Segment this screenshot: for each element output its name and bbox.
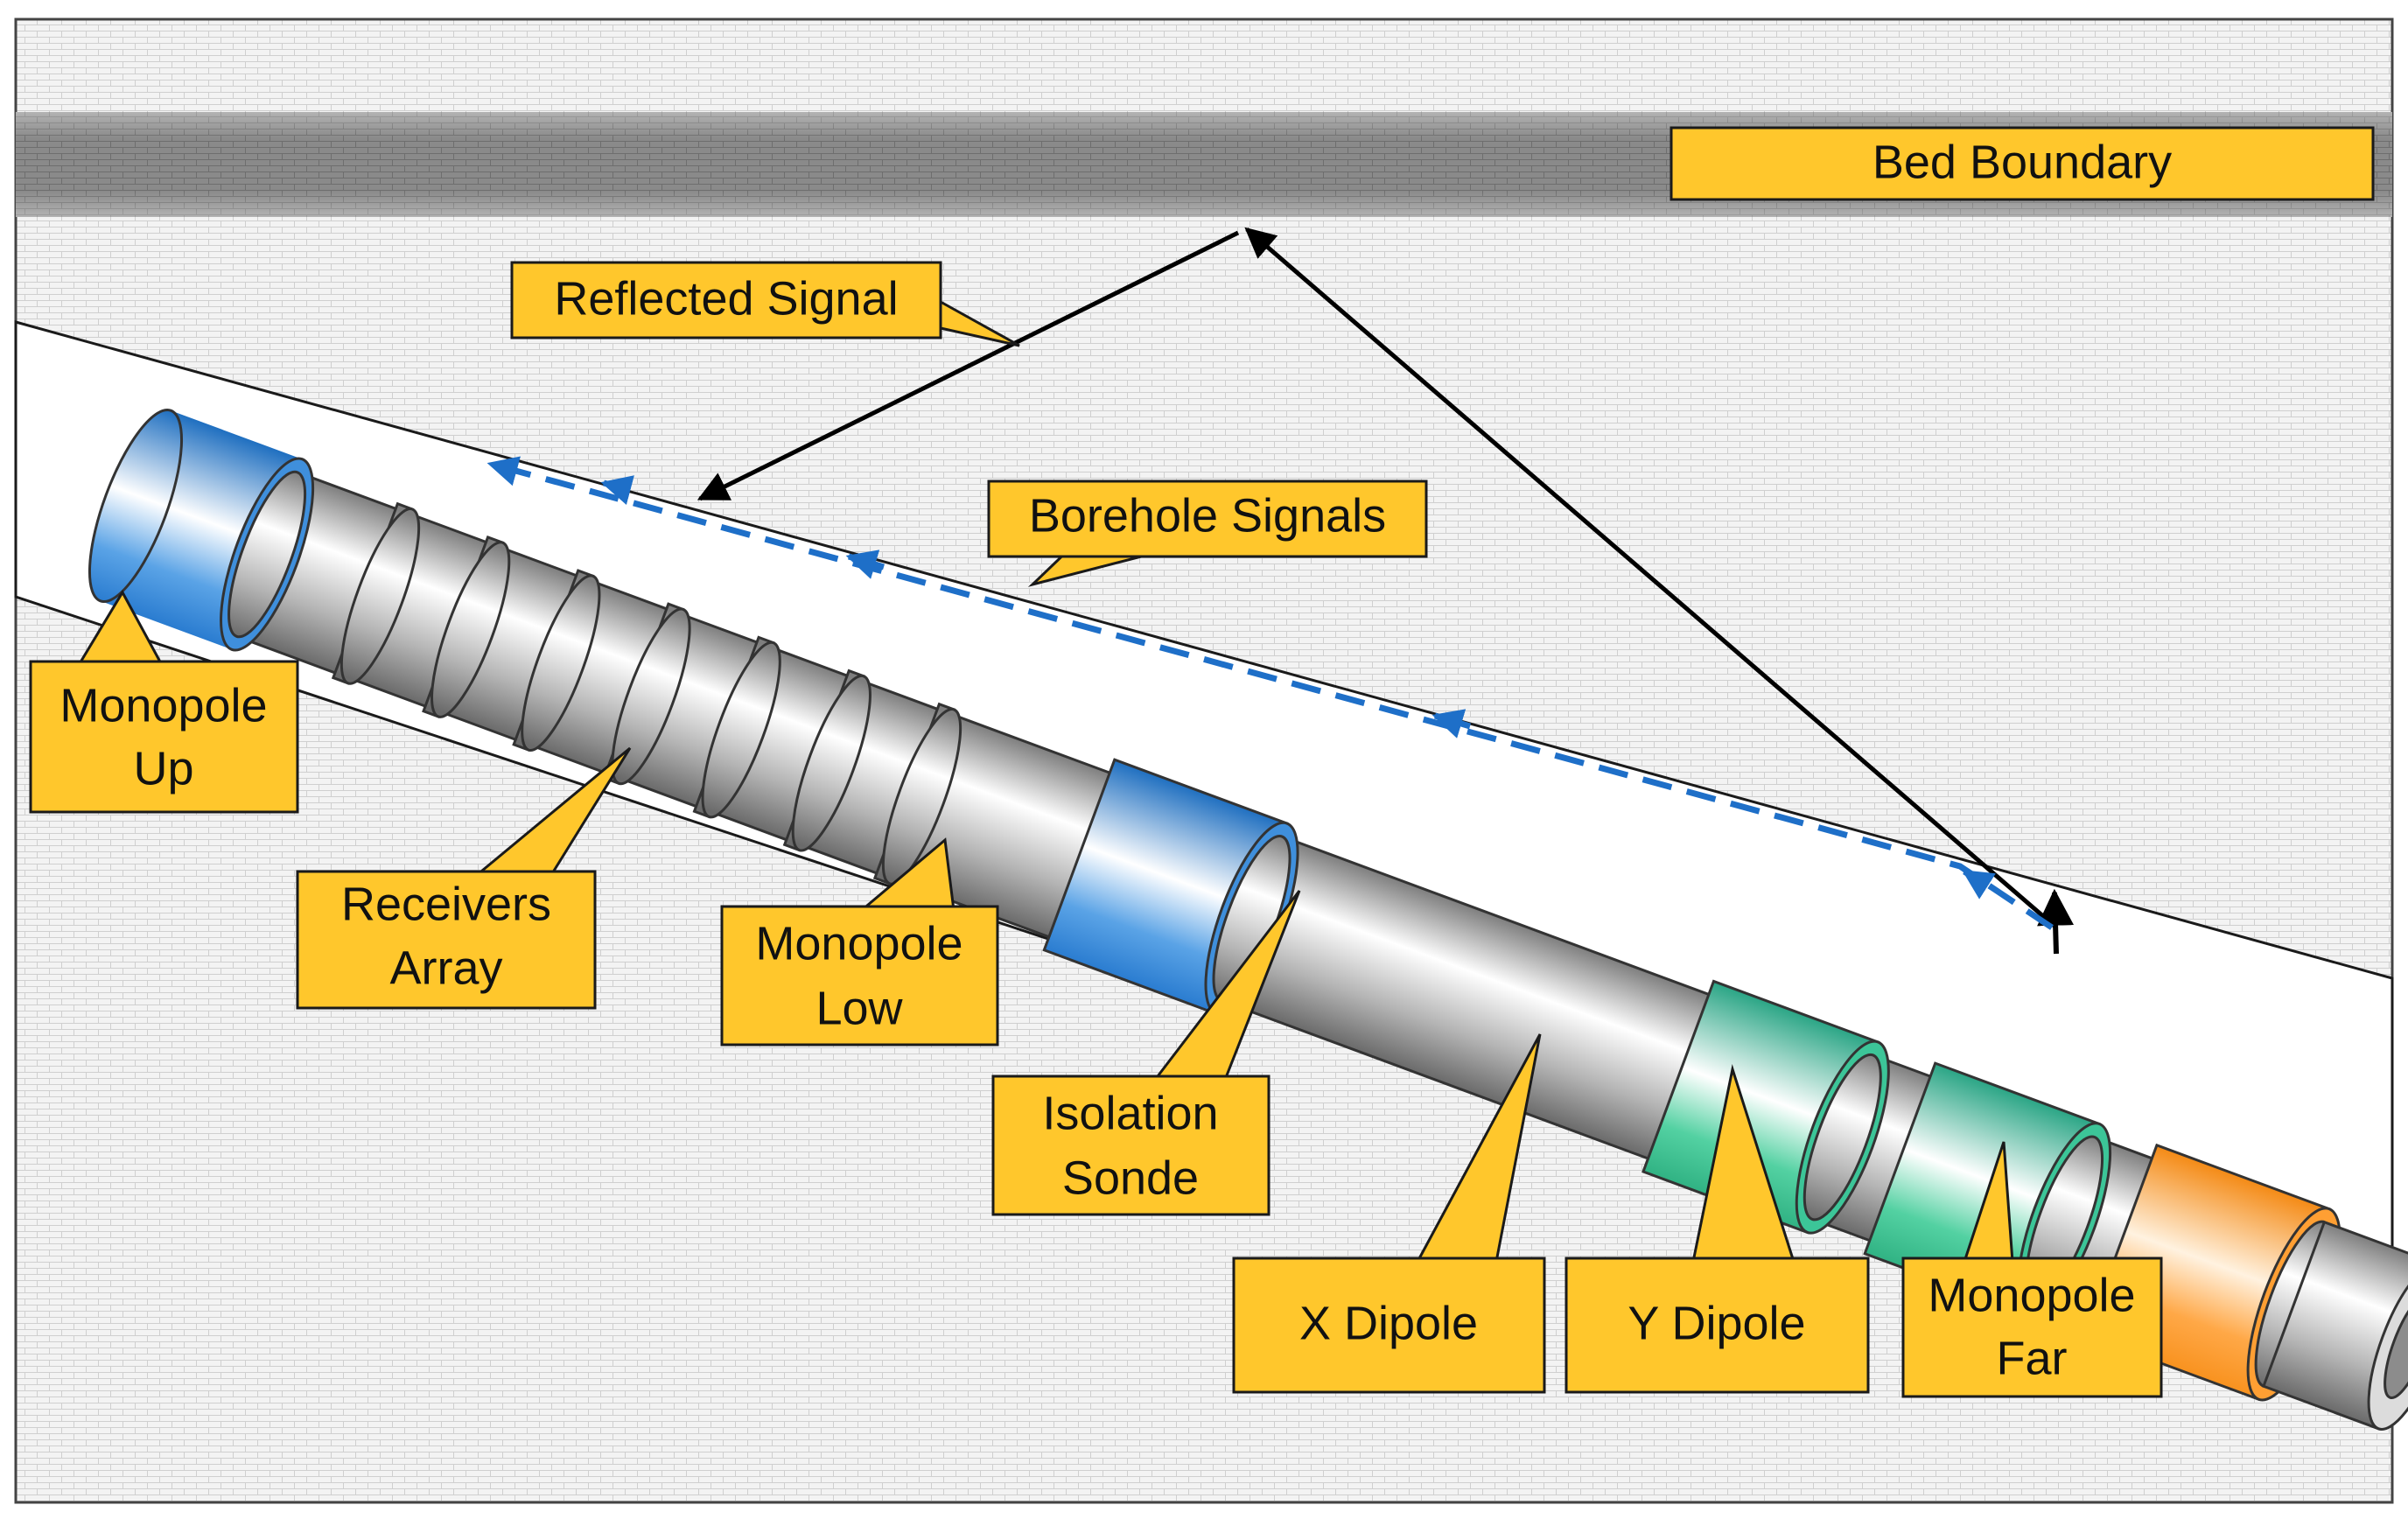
svg-text:Receivers: Receivers	[341, 878, 551, 930]
callout-bed-boundary: Bed Boundary	[1670, 126, 2375, 201]
svg-text:Monopole: Monopole	[60, 679, 267, 732]
callout-isolation-sonde: Isolation Sonde	[991, 890, 1301, 1216]
svg-text:X Dipole: X Dipole	[1299, 1297, 1478, 1349]
svg-text:Monopole: Monopole	[1928, 1269, 2135, 1321]
callout-reflected-signal: Reflected Signal	[510, 261, 1020, 347]
svg-text:Y Dipole: Y Dipole	[1628, 1297, 1805, 1349]
svg-text:Sonde: Sonde	[1062, 1152, 1199, 1204]
svg-text:Up: Up	[133, 742, 193, 794]
callout-monopole-up: Monopole Up	[29, 589, 299, 814]
svg-text:Monopole: Monopole	[755, 917, 962, 970]
reflected-signal-path	[696, 227, 2075, 955]
svg-text:Isolation: Isolation	[1042, 1087, 1218, 1139]
callout-monopole-far: Monopole Far	[1901, 1141, 2163, 1398]
svg-text:Bed Boundary: Bed Boundary	[1872, 136, 2172, 188]
callout-y-dipole: Y Dipole	[1564, 1064, 1870, 1394]
svg-text:Array: Array	[389, 942, 502, 994]
callout-x-dipole: X Dipole	[1232, 1033, 1546, 1394]
callout-borehole-signals: Borehole Signals	[987, 480, 1428, 587]
svg-text:Reflected Signal: Reflected Signal	[554, 272, 898, 325]
monopole-up-transmitter	[88, 408, 315, 652]
receiver-rings	[331, 501, 962, 886]
x-dipole-transmitter	[1642, 979, 1890, 1235]
borehole-signal-path	[486, 456, 2054, 930]
callout-monopole-low: Monopole Low	[720, 837, 999, 1046]
callout-receivers-array: Receivers Array	[296, 746, 632, 1010]
svg-text:Far: Far	[1997, 1332, 2068, 1384]
svg-text:Borehole Signals: Borehole Signals	[1029, 489, 1386, 542]
monopole-low-transmitter	[1042, 758, 1299, 1016]
y-dipole-transmitter	[1863, 1061, 2112, 1317]
tool-end-cap	[2262, 1220, 2408, 1431]
svg-text:Low: Low	[816, 982, 903, 1034]
